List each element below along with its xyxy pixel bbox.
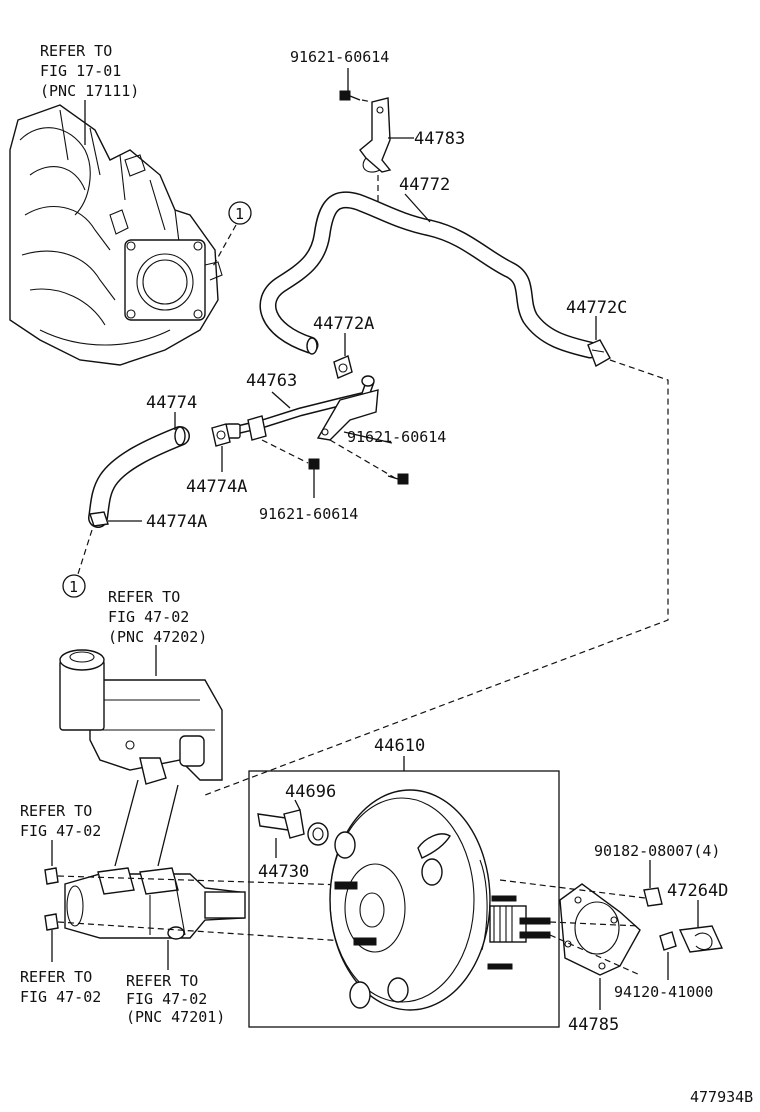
nut-90182 (643, 887, 663, 907)
svg-text:44783: 44783 (414, 129, 465, 149)
svg-text:477934B: 477934B (690, 1088, 753, 1106)
svg-text:REFER TO: REFER TO (40, 42, 112, 60)
svg-text:91621-60614: 91621-60614 (259, 505, 358, 523)
bracket-44783 (359, 97, 392, 173)
clamp-44772a (333, 355, 353, 379)
brake-reservoir (59, 649, 223, 785)
hose-44772 (259, 191, 599, 359)
clamp-44774a-upper (211, 423, 231, 447)
svg-text:44730: 44730 (258, 862, 309, 882)
bolt-top (339, 90, 373, 103)
svg-text:(PNC 47202): (PNC 47202) (108, 628, 207, 646)
washer-upper-left (44, 867, 59, 885)
grommet-44696 (307, 822, 329, 846)
washer-lower-left (44, 913, 59, 931)
svg-text:47264D: 47264D (667, 881, 728, 901)
svg-text:44774A: 44774A (146, 512, 207, 532)
svg-text:1: 1 (69, 578, 78, 596)
svg-text:(PNC 17111): (PNC 17111) (40, 82, 139, 100)
clevis-47264d (678, 925, 724, 953)
svg-text:44772: 44772 (399, 175, 450, 195)
svg-text:44774: 44774 (146, 393, 197, 413)
svg-text:REFER TO: REFER TO (20, 802, 92, 820)
svg-text:FIG 17-01: FIG 17-01 (40, 62, 121, 80)
gasket-44785 (559, 883, 641, 976)
svg-text:REFER TO: REFER TO (20, 968, 92, 986)
brake-booster-44610 (329, 789, 551, 1011)
svg-text:44772A: 44772A (313, 314, 374, 334)
callout-marker-lower: 1 (62, 529, 93, 598)
svg-text:91621-60614: 91621-60614 (347, 428, 446, 446)
svg-text:44763: 44763 (246, 371, 297, 391)
bolt-mid-right (387, 473, 409, 485)
svg-text:REFER TO: REFER TO (126, 972, 198, 990)
svg-text:FIG 47-02: FIG 47-02 (108, 608, 189, 626)
svg-text:FIG 47-02: FIG 47-02 (20, 822, 101, 840)
svg-text:1: 1 (235, 205, 244, 223)
svg-text:(PNC 47201): (PNC 47201) (126, 1008, 225, 1026)
svg-text:91621-60614: 91621-60614 (290, 48, 389, 66)
intake-manifold (9, 104, 223, 366)
svg-text:44774A: 44774A (186, 477, 247, 497)
svg-text:44610: 44610 (374, 736, 425, 756)
svg-text:FIG 47-02: FIG 47-02 (20, 988, 101, 1006)
bolt-mid-bottom (308, 458, 320, 478)
callout-marker-top: 1 (211, 201, 252, 269)
svg-text:REFER TO: REFER TO (108, 588, 180, 606)
master-cylinder (64, 867, 246, 940)
check-valve-44730 (257, 809, 305, 839)
clamp-44772c (587, 339, 611, 368)
pipe-44763 (223, 375, 379, 441)
svg-text:94120-41000: 94120-41000 (614, 983, 713, 1001)
svg-text:44772C: 44772C (566, 298, 627, 318)
svg-text:FIG 47-02: FIG 47-02 (126, 990, 207, 1008)
labels: REFER TO FIG 17-01 (PNC 17111) 91621-606… (20, 42, 753, 1106)
svg-text:44696: 44696 (285, 782, 336, 802)
hose-44774 (88, 426, 190, 528)
clamp-44774a-lower (89, 511, 109, 527)
svg-text:44785: 44785 (568, 1015, 619, 1035)
svg-text:90182-08007(4): 90182-08007(4) (594, 842, 720, 860)
clip-94120 (659, 931, 677, 951)
